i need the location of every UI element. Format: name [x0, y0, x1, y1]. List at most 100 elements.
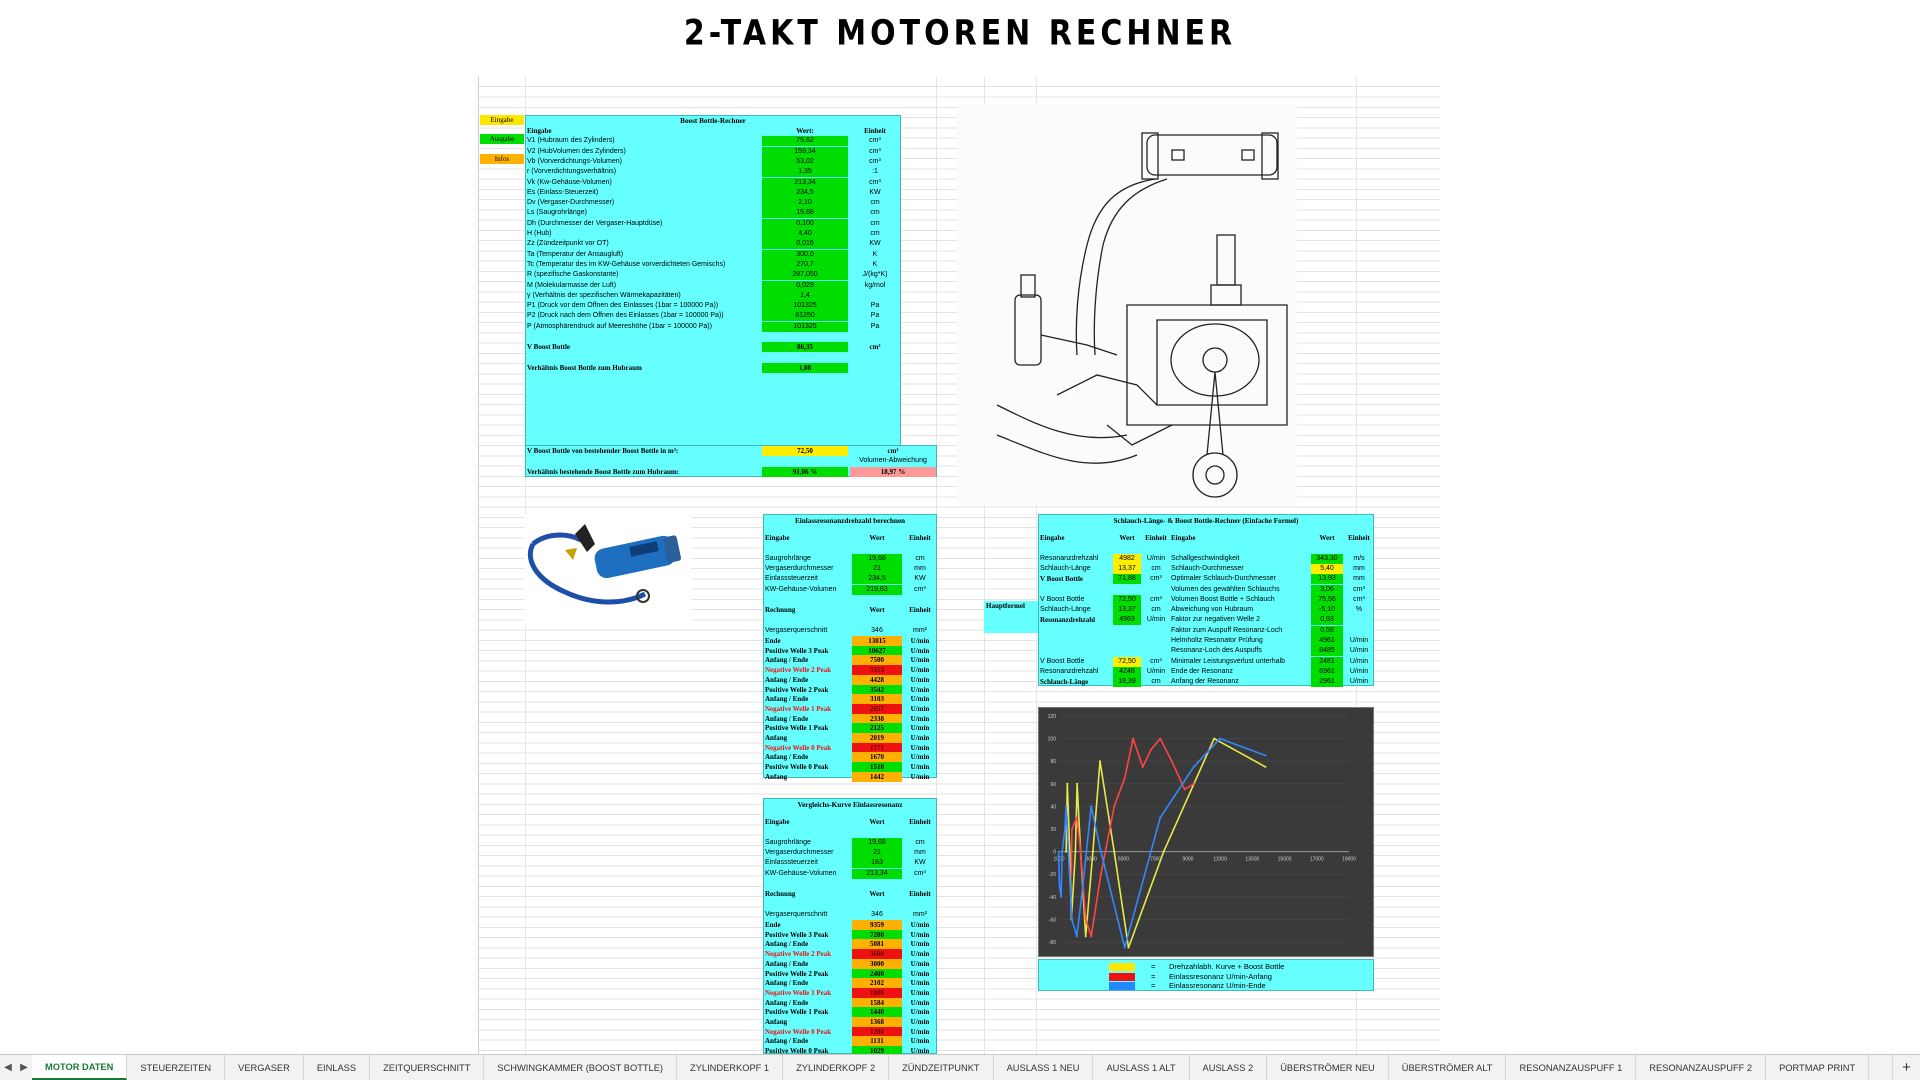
series-point-0 [1113, 850, 1116, 853]
sheet-tab[interactable]: STEUERZEITEN [127, 1055, 226, 1080]
param-value[interactable]: 101325 [762, 301, 848, 312]
input-value[interactable]: 183 [852, 858, 902, 869]
result-value: 2125 [852, 723, 902, 734]
param-value[interactable]: 213,34 [762, 177, 848, 188]
right-unit: U/min [1349, 667, 1369, 675]
y-tick-label: -40 [1049, 895, 1056, 901]
param-unit: Pa [870, 322, 880, 330]
left-label: V Boost Bottle [1040, 595, 1085, 603]
legend-entry: =Einlassresonanz U/min-Anfang [1039, 972, 1373, 982]
sheet-tab[interactable]: AUSLASS 2 [1190, 1055, 1268, 1080]
series-point-0 [1066, 782, 1069, 785]
existing-bottle-panel: V Boost Bottle von bestehender Boost Bot… [525, 445, 937, 477]
result-value: 5081 [852, 939, 902, 950]
series-point-2 [1159, 816, 1162, 819]
param-value[interactable]: 159,34 [762, 146, 848, 157]
param-value[interactable]: 101325 [762, 321, 848, 332]
left-value[interactable]: 13,37 [1113, 563, 1141, 574]
sheet-tab[interactable]: EINLASS [304, 1055, 371, 1080]
sheet-tab[interactable]: SCHWINGKAMMER (BOOST BOTTLE) [484, 1055, 678, 1080]
ratio2-label: Verhältnis bestehende Boost Bottle zum H… [527, 467, 679, 476]
input-value[interactable]: 19,68 [852, 837, 902, 848]
right-value: 2961 [1311, 677, 1343, 688]
left-value[interactable]: 4982 [1113, 553, 1141, 564]
input-label: KW-Gehäuse-Volumen [765, 585, 837, 593]
series-point-1 [1090, 935, 1093, 938]
input-value[interactable]: 21 [852, 563, 902, 574]
tab-scroll-right-icon[interactable]: ▶ [20, 1062, 28, 1073]
param-value[interactable]: 19,68 [762, 208, 848, 219]
input-value[interactable]: 19,68 [852, 553, 902, 564]
param-value[interactable]: 234,5 [762, 187, 848, 198]
param-value[interactable]: 2,10 [762, 198, 848, 209]
y-tick-label: 120 [1048, 714, 1057, 720]
series-point-1 [1113, 805, 1116, 808]
input-value[interactable]: 219,63 [852, 584, 902, 595]
result-unit: U/min [910, 666, 930, 675]
left-value: 71,88 [1113, 574, 1141, 585]
param-label: Dh (Durchmesser der Vergaser-Hauptdüse) [527, 219, 663, 227]
sheet-tab[interactable]: AUSLASS 1 NEU [994, 1055, 1094, 1080]
input-value[interactable]: 234,5 [852, 574, 902, 585]
left-value: 18,39 [1113, 677, 1141, 688]
param-value[interactable]: 81250 [762, 311, 848, 322]
param-value[interactable]: 0,029 [762, 280, 848, 291]
result-value: 4428 [852, 674, 902, 685]
sheet-tab[interactable]: RESONANZAUSPUFF 1 [1506, 1055, 1637, 1080]
col-eingabe: Eingabe [1171, 534, 1196, 542]
right-label: Optimaler Schlauch-Durchmesser [1171, 575, 1277, 583]
series-point-1 [1149, 748, 1152, 751]
param-value[interactable]: 0,100 [762, 218, 848, 229]
param-unit: KW [869, 240, 881, 248]
col-einheit: Einheit [909, 606, 931, 615]
x-tick-label: 15000 [1278, 857, 1292, 863]
param-value[interactable]: 1,35 [762, 167, 848, 178]
result-label: Positive Welle 3 Peak [765, 646, 829, 655]
sheet-tab[interactable]: ZYLINDERKOPF 2 [783, 1055, 890, 1080]
result-value: 2657 [852, 703, 902, 714]
input-value[interactable]: 213,34 [852, 868, 902, 879]
sheet-tab[interactable]: MOTOR DATEN [32, 1055, 128, 1080]
param-value[interactable]: 79,62 [762, 136, 848, 147]
result-label: Positive Welle 2 Peak [765, 685, 829, 694]
result-label: Negative Welle 0 Peak [765, 743, 832, 752]
left-value[interactable]: 72,50 [1113, 656, 1141, 667]
sheet-tab[interactable]: ZÜNDZEITPUNKT [889, 1055, 994, 1080]
param-value[interactable]: 300,0 [762, 249, 848, 260]
sheet-tab[interactable]: ZEITQUERSCHNITT [370, 1055, 485, 1080]
param-value[interactable]: 0,016 [762, 239, 848, 250]
add-sheet-icon[interactable]: + [1892, 1055, 1920, 1080]
sheet-tab[interactable]: ÜBERSTRÖMER NEU [1267, 1055, 1389, 1080]
existing-value[interactable]: 72,50 [762, 446, 848, 456]
tab-scroll-left-icon[interactable]: ◀ [4, 1062, 12, 1073]
col-einheit: Einheit [909, 890, 931, 899]
sheet-tab[interactable]: VERGASER [225, 1055, 304, 1080]
param-value[interactable]: 270,7 [762, 259, 848, 270]
input-value[interactable]: 21 [852, 847, 902, 858]
sheet-tab[interactable]: ÜBERSTRÖMER ALT [1389, 1055, 1507, 1080]
sheet-tab[interactable]: ZYLINDERKOPF 1 [677, 1055, 784, 1080]
input-unit: KW [914, 575, 926, 583]
param-value[interactable]: 4,40 [762, 229, 848, 239]
sheet-tab[interactable]: AUSLASS 1 ALT [1093, 1055, 1190, 1080]
left-unit: U/min [1146, 554, 1166, 562]
right-unit: U/min [1349, 678, 1369, 686]
param-value[interactable]: 1,4 [762, 290, 848, 301]
param-value[interactable]: 287,050 [762, 270, 848, 281]
sheet-tab[interactable]: PORTMAP PRINT [1766, 1055, 1870, 1080]
sheet-tab[interactable]: RESONANZAUSPUFF 2 [1636, 1055, 1767, 1080]
series-point-2 [1060, 895, 1063, 898]
left-label: Schlauch-Länge [1040, 678, 1089, 687]
series-point-0 [1074, 850, 1077, 853]
param-value[interactable]: 53,02 [762, 156, 848, 167]
series-point-0 [1068, 850, 1071, 853]
